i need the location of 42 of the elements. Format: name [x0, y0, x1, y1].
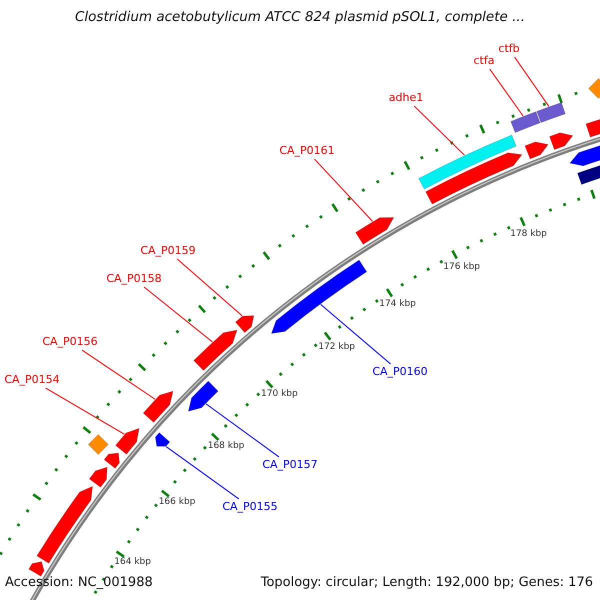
accession-note: Accession: NC_001988 [5, 575, 153, 590]
tick-label: 178 kbp [510, 230, 547, 240]
gene-label: CA_P0161 [279, 144, 335, 158]
gene-label: CA_P0155 [222, 500, 278, 514]
gene-block [193, 330, 238, 371]
gene-block [549, 132, 574, 150]
tick-label: 176 kbp [443, 262, 480, 273]
gene-block [271, 260, 368, 334]
gene-marker [88, 434, 109, 455]
gene-block [188, 380, 218, 412]
gene-block [89, 466, 108, 488]
gene-block [36, 486, 93, 564]
gene-block [510, 111, 540, 133]
tick-label: 166 kbp [158, 498, 196, 508]
title: Clostridium acetobutylicum ATCC 824 plasmid pSOL1, complete ... [74, 9, 526, 25]
gene-block [104, 452, 120, 469]
gene-label: CA_P0157 [262, 458, 318, 472]
gene-label: CA_P0154 [4, 374, 60, 386]
gene-block [28, 561, 44, 577]
gene-block [142, 390, 174, 423]
gene-label: adhe1 [388, 92, 424, 104]
gene-label: CA_P0156 [42, 336, 98, 348]
gene-label: CA_P0158 [106, 272, 162, 286]
gene-block [418, 134, 517, 190]
gene-label: CA_P0160 [372, 366, 428, 378]
tick-label: 170 kbp [261, 390, 298, 400]
gene-block [355, 217, 394, 245]
gene-block [425, 152, 522, 204]
gene-label: ctfb [498, 42, 520, 56]
tick-label: 172 kbp [318, 343, 356, 353]
genome-info-note: Topology: circular; Length: 192,000 bp; Genes: 176 [260, 575, 593, 590]
tick-label: 174 kbp [379, 300, 416, 310]
gene-label: CA_P0159 [140, 244, 196, 258]
gene-block [524, 142, 548, 160]
gene-block [155, 432, 170, 447]
gene-block [235, 315, 254, 333]
tick-label: 168 kbp [208, 442, 244, 452]
gene-block [536, 102, 566, 123]
gene-marker [588, 78, 600, 99]
gene-label: ctfa [474, 54, 494, 68]
gene-block [115, 428, 140, 455]
tick-label: 164 kbp [114, 558, 151, 568]
